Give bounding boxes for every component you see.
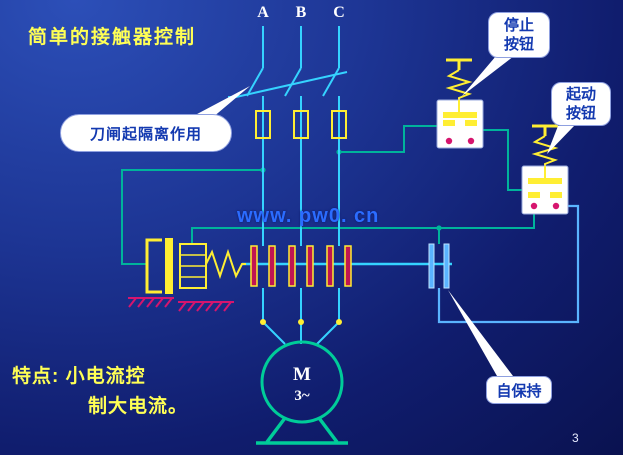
start-callout-tail — [547, 126, 574, 154]
wire-self-hold-loop — [437, 204, 580, 324]
wire-phaseA-to-coil — [121, 169, 263, 265]
stop-button-symbol — [436, 58, 484, 149]
selfhold-callout-label: 自保持 — [496, 382, 542, 400]
stop-button-cap — [446, 58, 472, 70]
knife-switch-callout: 刀闸起隔离作用 — [60, 114, 232, 152]
fuse-c — [331, 110, 347, 139]
fuse-icons — [255, 110, 347, 139]
start-button-symbol — [521, 124, 569, 215]
fuse-a — [255, 110, 271, 139]
motor-stand — [256, 416, 348, 445]
stop-callout-tail — [462, 56, 514, 96]
control-wires — [121, 125, 535, 265]
selfhold-callout-tail — [448, 290, 513, 376]
knife-switch-icon — [228, 67, 348, 98]
coil-winding — [180, 254, 206, 278]
stop-moving-contact — [443, 112, 477, 118]
power-lines — [262, 26, 340, 345]
armature-plate — [165, 238, 173, 294]
wire-phaseC-to-stop — [339, 125, 437, 153]
knife-callout-tail — [182, 86, 250, 122]
self-hold-callout: 自保持 — [486, 376, 552, 404]
phase-label-b: B — [296, 4, 307, 21]
stop-button-spring — [445, 69, 473, 100]
wire-coil-return — [191, 213, 535, 244]
motor-phase-mark: 3~ — [294, 388, 310, 404]
stop-callout-label: 停止 按钮 — [503, 17, 534, 53]
motor-letter: M — [293, 364, 311, 385]
feature-text-line2: 制大电流。 — [88, 396, 189, 417]
wire-stop-to-start — [480, 129, 522, 191]
armature-bracket — [145, 238, 162, 294]
page-title: 简单的接触器控制 — [28, 27, 197, 48]
start-button-spring — [531, 135, 559, 166]
feature-text-line1: 特点: 小电流控 — [12, 366, 146, 387]
knife-callout-label: 刀闸起隔离作用 — [89, 125, 202, 143]
motor-symbol: M 3~ — [256, 319, 348, 445]
aux-contact-icon — [428, 243, 450, 289]
phase-label-c: C — [333, 4, 345, 21]
main-contacts — [250, 245, 352, 287]
page-number: 3 — [572, 431, 579, 445]
phase-labels: A B C — [257, 4, 345, 21]
start-callout-label: 起动 按钮 — [565, 86, 596, 122]
feature-text: 特点: 小电流控 制大电流。 — [12, 362, 188, 422]
start-moving-contact — [528, 178, 562, 184]
return-spring-icon — [205, 248, 246, 280]
fuse-b — [293, 110, 309, 139]
contactor-coil-assembly — [145, 238, 246, 294]
phase-label-a: A — [257, 4, 269, 21]
start-button-cap — [532, 124, 558, 136]
ground-hatching-icon — [128, 297, 234, 312]
motor-circle — [260, 340, 344, 424]
start-button-callout: 起动 按钮 — [551, 82, 611, 126]
watermark: www. pw0. cn — [237, 205, 380, 227]
callout-tails — [182, 56, 574, 376]
stop-button-callout: 停止 按钮 — [488, 12, 550, 58]
